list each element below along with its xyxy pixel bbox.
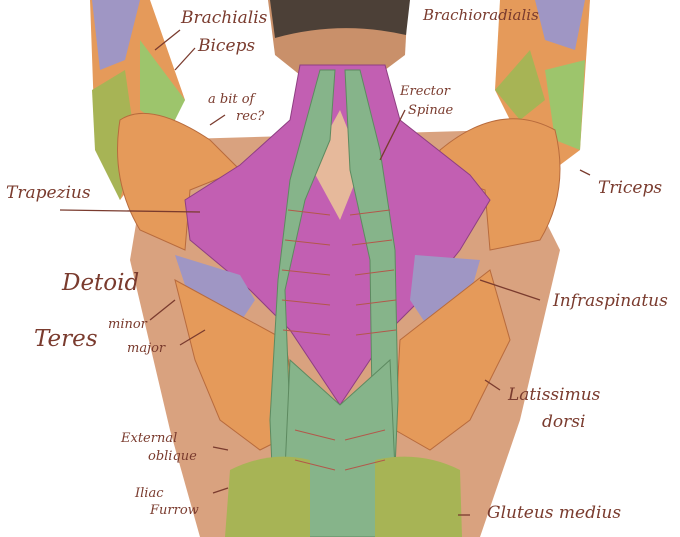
label-minor: minor	[108, 318, 147, 331]
gluteus-right	[375, 457, 462, 537]
label-abit-of: a bit of	[208, 93, 254, 106]
label-erector: Erector	[400, 85, 450, 98]
label-dorsi: dorsi	[542, 414, 585, 431]
label-rec: rec?	[236, 110, 264, 123]
label-major: major	[127, 342, 165, 355]
label-iliac: Iliac	[135, 487, 163, 500]
label-trapezius: Trapezius	[6, 185, 91, 202]
label-triceps: Triceps	[598, 180, 662, 197]
label-biceps: Biceps	[198, 38, 255, 55]
label-infraspinatus: Infraspinatus	[553, 293, 668, 310]
label-brachioradialis: Brachioradialis	[423, 8, 539, 23]
label-teres: Teres	[34, 328, 98, 351]
label-detoid: Detoid	[62, 272, 139, 295]
label-gluteus-medius: Gluteus medius	[487, 505, 621, 522]
label-spinae: Spinae	[408, 104, 453, 117]
label-latissimus: Latissimus	[508, 387, 600, 404]
label-brachialis: Brachialis	[181, 10, 267, 27]
label-oblique: oblique	[148, 450, 197, 463]
label-furrow: Furrow	[150, 504, 199, 517]
gluteus-left	[225, 457, 310, 537]
label-external: External	[121, 432, 177, 445]
